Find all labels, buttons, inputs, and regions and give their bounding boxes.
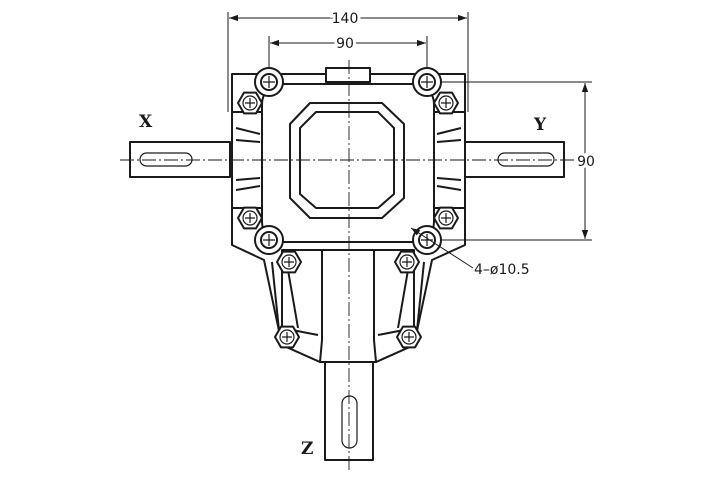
- hex-nut: [394, 250, 420, 274]
- hole-callout-leader: [410, 227, 474, 269]
- mounting-hole: [412, 225, 442, 255]
- hex-nut: [433, 91, 459, 115]
- axis-label-y: Y: [533, 115, 547, 135]
- hex-nut: [237, 91, 263, 115]
- shaft-x: [129, 141, 231, 178]
- hex-nut: [237, 206, 263, 230]
- hex-nut: [433, 206, 459, 230]
- hex-nut: [274, 325, 300, 349]
- dimension-90-horizontal-label: 90: [336, 36, 354, 52]
- hex-nuts: [237, 91, 459, 349]
- hole-callout-label: 4–ø10.5: [474, 262, 530, 278]
- mounting-hole: [254, 67, 284, 97]
- dimension-90-vertical: [441, 81, 592, 241]
- center-flange: [261, 67, 435, 243]
- axis-label-x: X: [139, 112, 153, 132]
- centerlines: [120, 60, 590, 470]
- hex-nut: [396, 325, 422, 349]
- dimension-90-vertical-label: 90: [577, 154, 595, 170]
- dimension-90-horizontal: [268, 36, 428, 68]
- dimension-140-label: 140: [332, 11, 359, 27]
- mounting-hole: [254, 225, 284, 255]
- axis-label-z: Z: [301, 439, 313, 459]
- dimension-140: [227, 12, 469, 112]
- mounting-hole: [412, 67, 442, 97]
- hex-nut: [276, 250, 302, 274]
- shaft-y: [463, 141, 565, 178]
